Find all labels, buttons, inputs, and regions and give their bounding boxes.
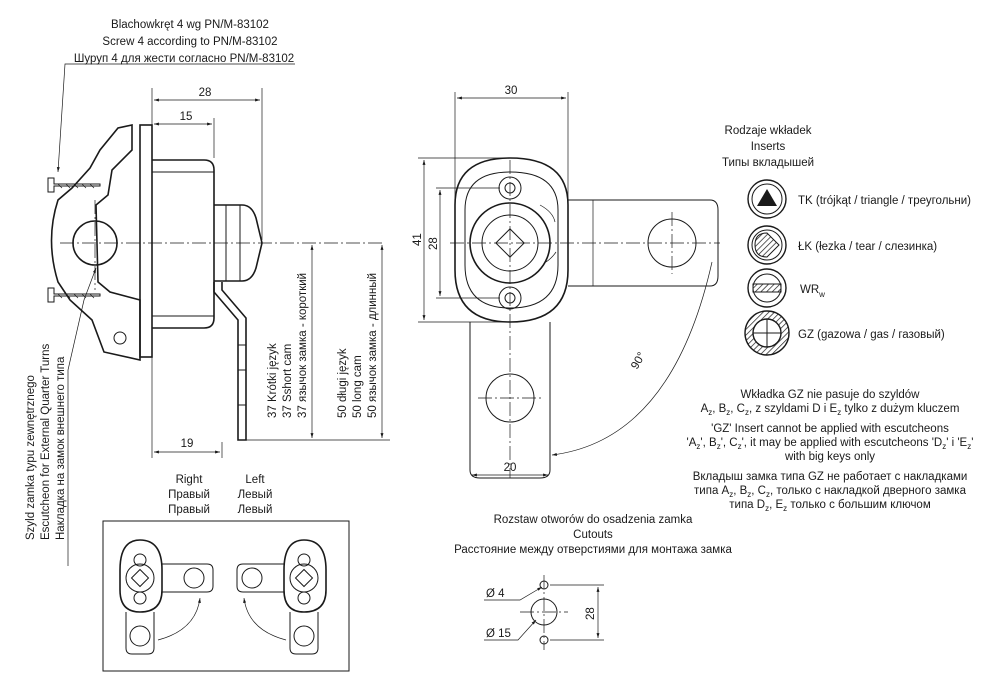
screw-note: Blachowkręt 4 wg PN/M-83102 Screw 4 acco…	[56, 19, 295, 173]
insert-wrw-label: WRw	[800, 284, 825, 299]
gz-note-ru-3: типа Dz, Ez только с большим ключом	[729, 499, 931, 513]
right-label-en: Right	[176, 474, 204, 486]
cutouts-title-ru: Расстояние между отверстиями для монтажа…	[454, 544, 732, 556]
insert-gz-label: GZ (gazowa / gas / газовый)	[798, 329, 945, 341]
right-lock-figure	[119, 539, 214, 655]
gz-note-pl-2: Az, Bz, Cz, z szyldami D i Ez tylko z du…	[701, 403, 960, 417]
cutouts-title-pl: Rozstaw otworów do osadzenia zamka	[494, 514, 693, 526]
escutcheon-note-pl: Szyld zamka typu zewnętrznego	[25, 375, 37, 540]
angle-90: 90°	[629, 350, 648, 371]
inserts-title-pl: Rodzaje wkładek	[725, 125, 812, 137]
inserts-title-ru: Типы вкладышей	[722, 157, 814, 169]
cam-50-pl: 50 długi język	[337, 348, 349, 418]
escutcheon-note-ru: Накладка на замок внешнего типа	[55, 356, 67, 540]
cam-50-en: 50 long cam	[352, 355, 364, 418]
cutouts: Rozstaw otworów do osadzenia zamka Cutou…	[454, 514, 732, 650]
left-label-ru-2: Левый	[238, 504, 273, 516]
escutcheon-note-en: Escutcheon for External Quarter Turns	[40, 344, 52, 540]
inserts-legend: Rodzaje wkładek Inserts Типы вкладышей T…	[722, 125, 971, 356]
gz-note-en-3: with big keys only	[784, 451, 875, 463]
inserts-title-en: Inserts	[751, 141, 786, 153]
left-label-ru-1: Левый	[238, 489, 273, 501]
cam-50-ru: 50 язычок замка - длинный	[367, 273, 379, 418]
front-dim-41: 41	[412, 233, 424, 246]
front-view: 90° 30 41 28 20	[412, 85, 720, 479]
gas-insert-icon	[744, 310, 790, 356]
side-dim-15: 15	[180, 111, 193, 123]
cutout-dim-28: 28	[585, 607, 597, 620]
cam-37-en: 37 Sshort cam	[282, 344, 294, 418]
front-dim-30: 30	[505, 85, 518, 97]
tear-insert-icon	[747, 225, 787, 265]
escutcheon-note: Szyld zamka typu zewnętrznego Escutcheon…	[25, 267, 97, 566]
triangle-insert-icon	[747, 179, 787, 219]
left-lock-figure	[236, 539, 327, 655]
gz-note-en-1: 'GZ' Insert cannot be applied with escut…	[711, 423, 949, 435]
screw-note-ru: Шуруп 4 для жести согласно PN/M-83102	[74, 53, 294, 65]
front-dim-28: 28	[428, 237, 440, 250]
cutout-d4: Ø 4	[486, 588, 505, 600]
cutouts-title-en: Cutouts	[573, 529, 613, 541]
cam-37-pl: 37 Krótki język	[267, 343, 279, 418]
gz-note-ru-1: Вкладыш замка типа GZ не работает с накл…	[693, 471, 968, 483]
screw-note-en: Screw 4 according to PN/M-83102	[102, 36, 277, 48]
cutout-d15: Ø 15	[486, 628, 511, 640]
gz-note-ru-2: типа Az, Bz, Cz, только с накладкой двер…	[694, 485, 967, 499]
right-label-ru-2: Правый	[168, 504, 210, 516]
gz-note-en-2: 'Az', Bz', Cz', it may be applied with e…	[687, 437, 974, 451]
direction-panel: Right Правый Правый Left Левый Левый	[102, 474, 350, 672]
screw-leader-line	[56, 63, 295, 173]
insert-lk-label: ŁK (łezka / tear / слезинка)	[798, 241, 937, 253]
escutcheon-leader-line	[67, 267, 97, 566]
side-dim-19: 19	[181, 438, 194, 450]
side-view: 28 15 19 37 Krótki język 37 Sshort cam 3…	[47, 87, 390, 458]
cam-37-ru: 37 язычок замка - короткий	[297, 273, 309, 418]
insert-tk-label: TK (trójkąt / triangle / треугольни)	[798, 195, 971, 207]
right-label-ru-1: Правый	[168, 489, 210, 501]
screw-note-pl: Blachowkręt 4 wg PN/M-83102	[111, 19, 269, 31]
front-dim-20: 20	[504, 462, 517, 474]
wrw-insert-icon	[747, 268, 787, 308]
side-dim-28: 28	[199, 87, 212, 99]
left-label-en: Left	[245, 474, 265, 486]
gz-note: Wkładka GZ nie pasuje do szyldów Az, Bz,…	[687, 389, 974, 513]
gz-note-pl-1: Wkładka GZ nie pasuje do szyldów	[741, 389, 921, 401]
